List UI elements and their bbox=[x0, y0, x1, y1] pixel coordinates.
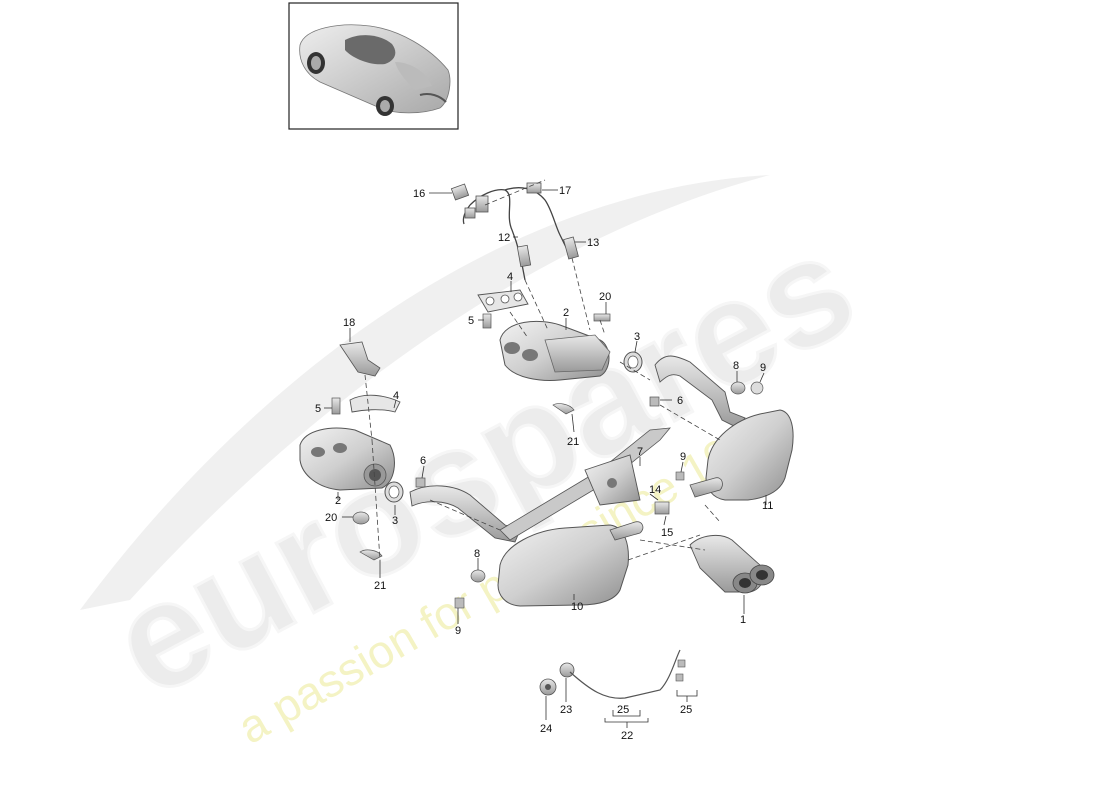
callout-5: 5 bbox=[468, 315, 474, 327]
callout-21: 21 bbox=[567, 436, 579, 448]
callout-9: 9 bbox=[455, 625, 461, 637]
dashed-guides bbox=[364, 179, 721, 561]
callout-15: 15 bbox=[661, 527, 673, 539]
callout-6: 6 bbox=[677, 395, 683, 407]
callout-8: 8 bbox=[474, 548, 480, 560]
callout-23: 23 bbox=[560, 704, 572, 716]
callout-22: 22 bbox=[621, 730, 633, 742]
callout-14: 14 bbox=[649, 484, 661, 496]
callout-6: 6 bbox=[420, 455, 426, 467]
callout-labels: 16 17 12 13 4 20 5 2 3 18 8 9 6 5 4 21 7… bbox=[315, 185, 773, 742]
callout-24: 24 bbox=[540, 723, 552, 735]
callout-1: 1 bbox=[740, 614, 746, 626]
callout-10: 10 bbox=[571, 601, 583, 613]
car-thumbnail-icon bbox=[299, 24, 451, 116]
callout-11: 11 bbox=[762, 500, 773, 512]
callout-5: 5 bbox=[315, 403, 321, 415]
callout-9: 9 bbox=[680, 451, 686, 463]
callout-13: 13 bbox=[587, 237, 599, 249]
callout-18: 18 bbox=[343, 317, 355, 329]
upper-manifold-group bbox=[477, 289, 660, 415]
callout-2: 2 bbox=[335, 495, 341, 507]
silencers bbox=[454, 381, 794, 609]
callout-25: 25 bbox=[680, 704, 692, 716]
callout-20: 20 bbox=[325, 512, 337, 524]
callout-9: 9 bbox=[760, 362, 766, 374]
callout-8: 8 bbox=[733, 360, 739, 372]
callout-4: 4 bbox=[393, 390, 399, 402]
callout-7: 7 bbox=[637, 446, 643, 458]
callout-2: 2 bbox=[563, 307, 569, 319]
lower-fittings bbox=[539, 649, 686, 699]
leader-lines bbox=[324, 189, 767, 728]
callout-25: 25 bbox=[617, 704, 629, 716]
sensor-parts bbox=[450, 182, 579, 268]
callout-20: 20 bbox=[599, 291, 611, 303]
callout-3: 3 bbox=[634, 331, 640, 343]
callout-4: 4 bbox=[507, 271, 513, 283]
car-thumbnail bbox=[288, 2, 459, 130]
callout-21: 21 bbox=[374, 580, 386, 592]
pipes-and-brackets bbox=[409, 355, 746, 543]
callout-16: 16 bbox=[413, 188, 425, 200]
callout-17: 17 bbox=[559, 185, 571, 197]
callout-12: 12 bbox=[498, 232, 510, 244]
callout-3: 3 bbox=[392, 515, 398, 527]
left-manifold-group bbox=[299, 341, 426, 561]
watermark-swoosh bbox=[80, 175, 770, 610]
